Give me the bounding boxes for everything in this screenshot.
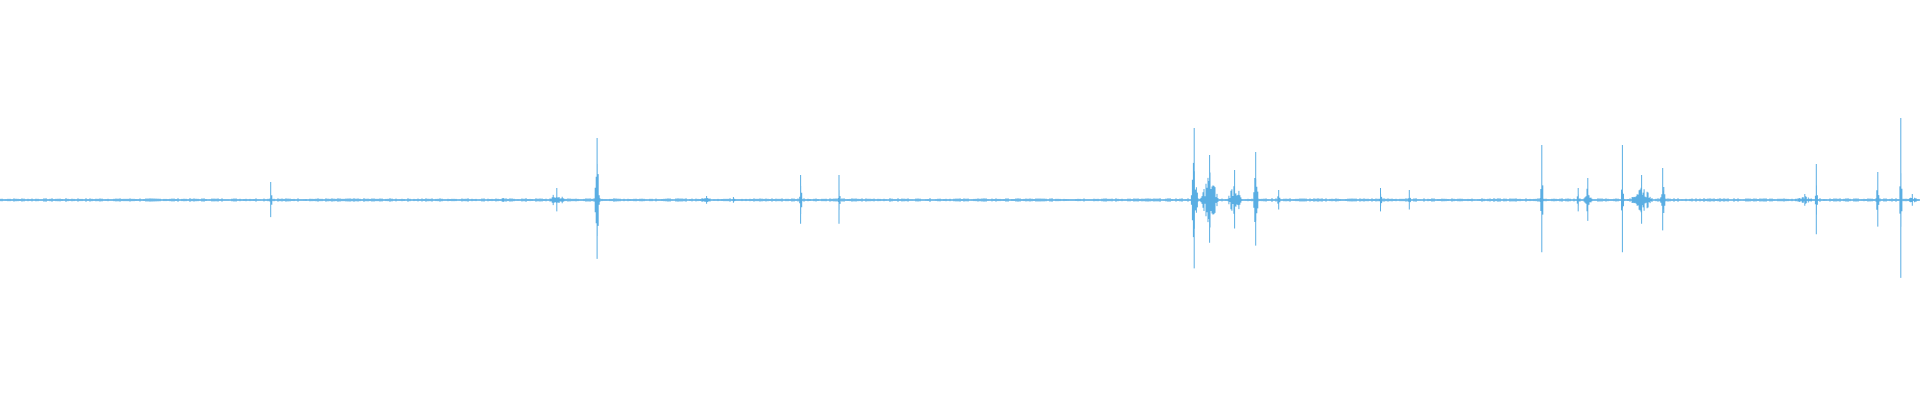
waveform-spike <box>1794 194 1812 206</box>
waveform-spike <box>732 197 737 203</box>
waveform-spike <box>1631 175 1652 224</box>
waveform-spike <box>1407 190 1411 210</box>
waveform-spike <box>1621 145 1624 253</box>
waveform-spike <box>1899 118 1903 278</box>
waveform-spike <box>594 138 600 259</box>
waveform-spike <box>1253 152 1259 246</box>
waveform-spike <box>549 188 565 212</box>
waveform-spike <box>837 175 841 224</box>
waveform-spike <box>1814 164 1818 235</box>
waveform-spike <box>1909 194 1918 206</box>
waveform-marks <box>0 118 1919 278</box>
waveform-spike <box>1540 145 1544 253</box>
waveform-spike <box>1277 190 1281 210</box>
waveform-spike <box>799 175 803 224</box>
waveform-spike <box>269 182 273 218</box>
waveform-spike <box>1379 188 1383 212</box>
waveform-spike <box>1660 168 1666 231</box>
waveform-spike <box>1876 172 1880 227</box>
waveform-spike <box>700 196 711 204</box>
waveform-spike <box>1576 188 1580 212</box>
waveform-spike <box>1190 128 1198 269</box>
waveform-spike <box>1584 178 1592 221</box>
waveform-spike <box>1227 170 1243 229</box>
waveform-spike <box>1200 155 1219 243</box>
waveform-spike <box>501 198 504 202</box>
